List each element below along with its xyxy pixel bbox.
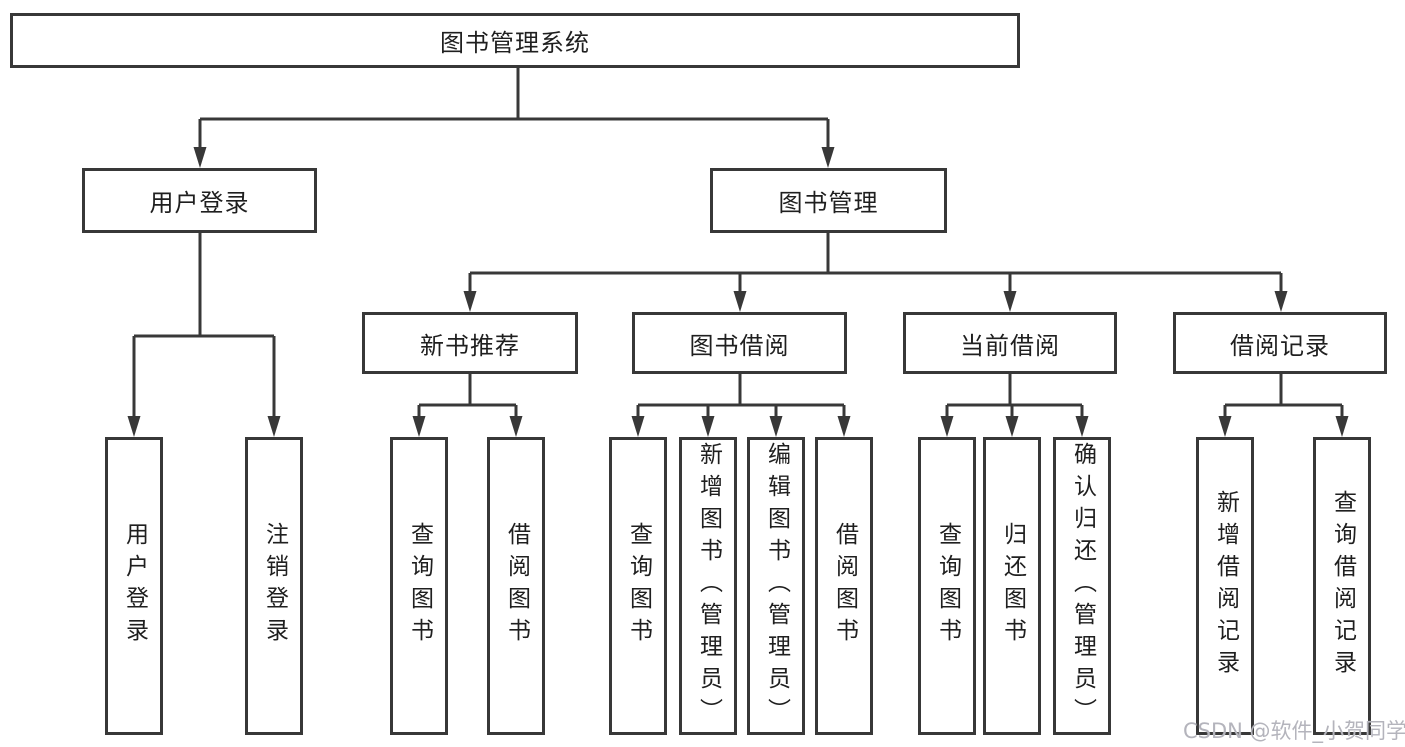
node-label: 查询图书 [625, 522, 652, 650]
node-label: 图书管理系统 [440, 29, 590, 57]
node-label: 借阅图书 [503, 522, 530, 650]
node-user-login: 用户登录 [105, 437, 163, 735]
node-br-add-record: 新增借阅记录 [1196, 437, 1254, 735]
node-book-borrowing: 图书借阅 [632, 312, 847, 374]
csdn-watermark: CSDN @软件_小贺同学 [1183, 719, 1405, 743]
node-bb-add-books-admin: 新增图书（管理员） [679, 437, 737, 735]
node-label: 借阅记录 [1230, 331, 1330, 360]
node-bb-edit-books-admin: 编辑图书（管理员） [747, 437, 805, 735]
node-user-login-branch: 用户登录 [82, 168, 317, 233]
node-bb-query-books: 查询图书 [609, 437, 667, 735]
node-label: 查询图书 [406, 522, 433, 650]
node-book-management-branch: 图书管理 [710, 168, 947, 233]
node-cb-confirm-return-admin: 确认归还（管理员） [1053, 437, 1111, 735]
node-label: 借阅图书 [831, 522, 858, 650]
node-nbr-query-books: 查询图书 [390, 437, 448, 735]
node-cb-return-books: 归还图书 [983, 437, 1041, 735]
node-label: 当前借阅 [960, 331, 1060, 360]
node-current-borrowing: 当前借阅 [903, 312, 1117, 374]
node-label: 用户登录 [149, 189, 250, 217]
node-bb-borrow-books: 借阅图书 [815, 437, 873, 735]
node-logout: 注销登录 [245, 437, 303, 735]
node-br-query-record: 查询借阅记录 [1313, 437, 1371, 735]
node-book-management-system: 图书管理系统 [10, 13, 1020, 68]
node-label: 用户登录 [121, 522, 148, 650]
node-label: 确认归还（管理员） [1069, 442, 1096, 730]
node-label: 新增图书（管理员） [695, 442, 722, 730]
node-nbr-borrow-books: 借阅图书 [487, 437, 545, 735]
node-label: 归还图书 [999, 522, 1026, 650]
node-cb-query-books: 查询图书 [918, 437, 976, 735]
node-label: 图书管理 [778, 189, 879, 217]
node-label: 图书借阅 [689, 331, 790, 360]
node-label: 编辑图书（管理员） [763, 442, 790, 730]
node-label: 查询借阅记录 [1329, 490, 1356, 682]
node-borrowing-records: 借阅记录 [1173, 312, 1387, 374]
node-new-book-recommendation: 新书推荐 [362, 312, 578, 374]
node-label: 注销登录 [261, 522, 288, 650]
node-label: 新书推荐 [420, 331, 520, 360]
node-label: 查询图书 [934, 522, 961, 650]
node-label: 新增借阅记录 [1212, 490, 1239, 682]
